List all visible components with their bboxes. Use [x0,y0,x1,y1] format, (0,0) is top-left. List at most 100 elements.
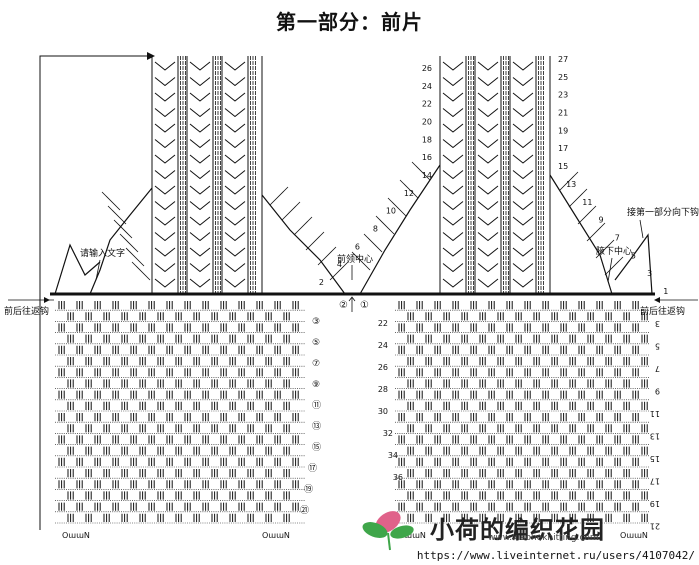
body-grid [39,52,655,530]
fan-neck-right-4 [363,233,383,253]
dc-cluster-row [67,424,290,433]
dc-cluster-row [398,502,639,511]
left-marker-9: ⑲ [304,484,313,495]
page-title: 第一部分：前片 [276,10,423,34]
yoke-row-5: 5 [631,251,636,260]
dc-cluster-row [398,368,639,377]
fan-right-3 [586,222,606,242]
fan-neck-left-4 [317,246,337,266]
dc-cluster-row [407,491,648,500]
yoke-row-10: 10 [386,207,396,216]
neck-up-arrow-icon [348,296,356,312]
fan-stitches [604,256,624,276]
fan-stitches [363,233,383,253]
bottom-mark-4: OɯɯN [620,531,648,540]
dc-cluster-row [67,446,290,455]
fan-stitches [411,161,431,181]
source-url: https://www.liveinternet.ru/users/410704… [416,549,695,562]
dc-cluster-row [58,457,299,466]
left-marker-10: ㉑ [300,505,309,516]
inner-marker-22: 22 [378,319,388,328]
fan-neck-right-0 [411,161,431,181]
label-join-down: 接第一部分向下钩 [627,206,699,218]
slope-right-neck [359,164,441,295]
dc-cluster-row [67,401,290,410]
yoke-col-right-1 [439,56,474,294]
left-marker-5: ⑪ [312,400,321,411]
yoke-row-16: 16 [422,153,432,162]
fan-neck-right-5 [351,251,371,271]
yoke-row-7: 7 [615,233,620,242]
neck-marker-2: ② [339,300,348,311]
yoke-row-9: 9 [599,216,604,225]
bottom-mark-1: OɯɯN [62,531,90,540]
yoke-col-left-3 [221,56,256,294]
fan-right-0 [559,171,579,191]
yoke-row-2: 2 [319,278,324,287]
body-row-17: 17 [650,477,660,486]
yoke-row-3: 3 [647,269,652,278]
body-grid-left [55,301,305,524]
inner-marker-34: 34 [388,451,398,460]
neck-marker-1: ① [360,300,369,311]
v-stitch-column [189,61,211,288]
left-marker-8: ⑰ [308,463,317,474]
dc-cluster-row [67,357,290,366]
label-front-neck-center: 前领中心 [337,253,373,265]
edge-arrow-icon [147,52,155,60]
yoke-row-13: 13 [566,180,576,189]
fan-neck-right-2 [387,197,407,217]
fan-right-1 [568,188,588,208]
fan-stitches [107,205,127,225]
left-marker-2: ⑤ [312,338,320,348]
yoke-row-14: 14 [422,171,432,180]
fan-stitches [559,171,579,191]
leader-line [639,219,644,239]
dc-cluster-row [58,502,299,511]
left-marker-4: ⑨ [312,380,320,390]
yoke-row-19: 19 [558,126,568,135]
label-right-turn: 前后往返钩 [640,305,685,317]
dc-cluster-row [398,435,639,444]
fan-neck-left-3 [305,231,325,251]
fan-stitches [351,251,371,271]
dc-cluster-row [407,357,648,366]
fan-left-1 [107,205,127,225]
bottom-mark-2: OɯɯN [262,531,290,540]
fan-stitches [568,188,588,208]
dc-cluster-row [58,345,299,354]
body-row-15: 15 [650,454,660,463]
left-marker-3: ⑦ [312,359,320,369]
leader-line [607,257,613,283]
fan-neck-right-3 [375,215,395,235]
fan-stitches [119,233,139,253]
dc-cluster-row [398,345,639,354]
dc-cluster-row [398,480,639,489]
yoke-row-18: 18 [422,135,432,144]
fan-stitches [305,231,325,251]
body-grid-right [395,301,650,524]
inner-marker-28: 28 [378,385,388,394]
yoke-col-right-2 [474,56,509,294]
dc-cluster-row [67,513,290,522]
body-row-21: 21 [650,522,660,531]
body-row-7: 7 [655,364,660,373]
yoke-row-12: 12 [404,189,414,198]
left-turn-arrow-icon [44,297,50,303]
v-stitch-column [512,61,534,288]
v-stitch-column [154,61,176,288]
fan-right-2 [577,205,597,225]
yoke-col-left-1 [151,56,186,294]
body-row-11: 11 [650,409,660,418]
dc-cluster-row [67,379,290,388]
fan-left-4 [125,247,145,267]
bottom-mark-3: OɯɯN [398,531,426,540]
dc-cluster-row [407,401,648,410]
body-row-3: 3 [655,319,660,328]
watermark-site: www.xiaoheknitting.com [488,533,599,543]
yoke-row-11: 11 [582,198,592,207]
fan-neck-left-1 [281,201,301,221]
